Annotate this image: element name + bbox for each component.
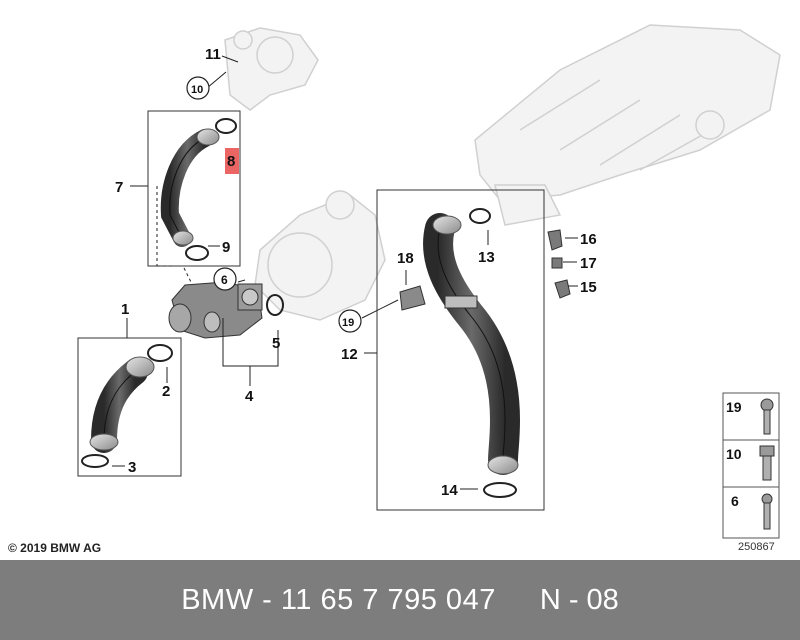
screw-icon [760,398,774,435]
callout-circle-10 [186,76,210,100]
sensor-parts [547,229,571,299]
ghost-turbo-upper [224,27,319,111]
screw-small-icon [761,493,773,530]
callout-12: 12 [341,346,358,363]
group-frame-12 [376,189,545,511]
callout-4: 4 [245,388,254,405]
bolt-icon [759,445,775,481]
callout-6: 6 [221,273,228,287]
callout-11: 11 [205,46,221,63]
copyright-notice: © 2019 BMW AG [8,541,102,555]
callout-circle-19 [338,309,362,333]
callout-14: 14 [441,482,458,499]
footer-part-number: BMW - 11 65 7 795 047 [181,583,496,616]
charge-pipe-part-12 [399,208,521,498]
callout-3: 3 [128,459,136,476]
legend-label-19: 19 [726,399,742,415]
callout-1: 1 [121,301,129,318]
callout-7: 7 [115,179,123,196]
leader-lines [112,55,578,490]
hose-part-1 [81,344,173,468]
highlight-box-8 [225,148,239,174]
group-frame-1 [77,337,182,477]
callout-8: 8 [227,153,235,170]
callout-17: 17 [580,255,597,272]
footer-item-code: N - 08 [539,583,619,616]
hardware-legend: 19 10 6 [722,392,780,539]
callout-19: 19 [342,317,354,329]
ghost-turbo-lower [254,190,386,321]
callout-5: 5 [272,335,280,352]
legend-label-10: 10 [726,446,742,462]
callout-circle-6 [213,267,237,291]
parts-diagram: 19 10 6 11 10 8 7 9 6 1 2 3 5 4 [77,24,781,539]
drawing-number: 250867 [738,541,775,553]
group-frame-7 [147,110,241,267]
part-footer-bar: BMW - 11 65 7 795 047 N - 08 [0,560,800,640]
callout-9: 9 [222,239,230,256]
valve-body [168,281,284,339]
pipe-part-8 [160,118,237,261]
callout-15: 15 [580,279,597,296]
legend-label-6: 6 [731,493,739,509]
callout-10: 10 [191,84,203,96]
callout-13: 13 [478,249,495,266]
ghost-intake-manifold [474,24,781,226]
callout-18: 18 [397,250,414,267]
callout-2: 2 [162,383,170,400]
callout-16: 16 [580,231,597,248]
